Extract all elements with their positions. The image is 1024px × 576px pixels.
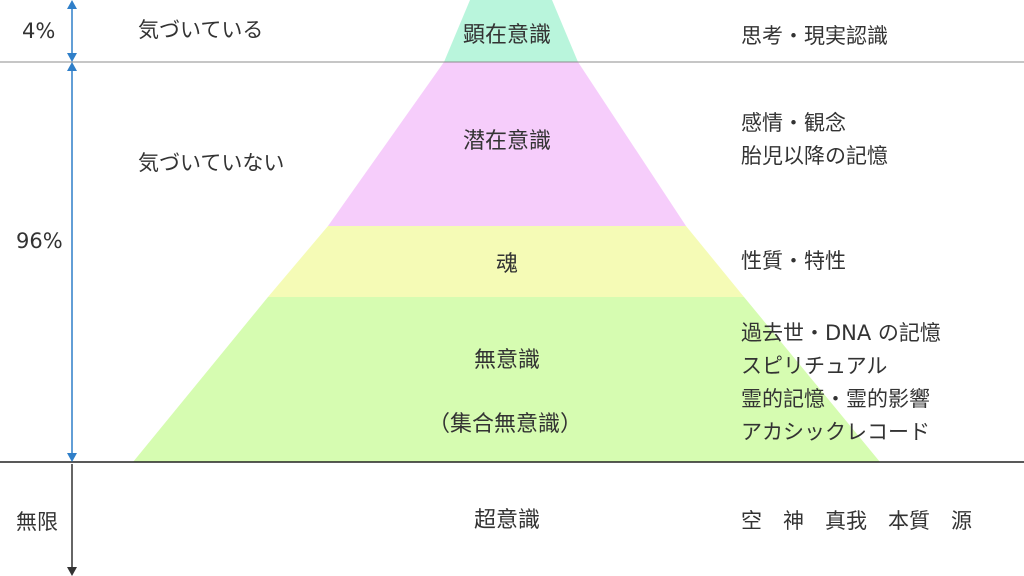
layer-conscious-name: 顕在意識 (462, 23, 552, 48)
aware-label: 気づいている (138, 18, 264, 42)
desc-soul: 性質・特性 (741, 245, 846, 278)
layer-unconscious-name: 無意識 (473, 348, 541, 373)
desc-unconscious: 過去世・DNA の記憶 スピリチュアル 霊的記憶・霊的影響 アカシックレコード (741, 317, 941, 449)
desc-line: 胎児以降の記憶 (741, 144, 888, 168)
percent-conscious-label: 4% (22, 19, 56, 43)
arrow-conscious (67, 0, 77, 62)
layer-subconscious-shape (328, 62, 686, 226)
layer-unconscious-subname: （集合無意識） (427, 412, 583, 437)
arrow-unconscious (67, 62, 77, 462)
desc-line: 過去世・DNA の記憶 (741, 321, 941, 345)
layer-superconscious-name: 超意識 (473, 508, 541, 533)
layer-soul-shape (268, 226, 744, 297)
desc-superconscious: 空 神 真我 本質 源 (741, 505, 972, 538)
layer-soul-name: 魂 (495, 252, 519, 277)
desc-line: 霊的記憶・霊的影響 (741, 387, 930, 411)
unaware-label: 気づいていない (138, 151, 285, 175)
percent-infinite-label: 無限 (16, 510, 58, 534)
desc-line: 性質・特性 (741, 249, 846, 273)
desc-line: スピリチュアル (741, 354, 888, 378)
desc-line: 思考・現実認識 (741, 24, 888, 48)
layer-unconscious-shape (133, 297, 880, 462)
desc-line: アカシックレコード (741, 420, 930, 444)
desc-subconscious: 感情・観念 胎児以降の記憶 (741, 107, 888, 173)
arrow-infinite (67, 464, 77, 576)
desc-line: 感情・観念 (741, 111, 846, 135)
layer-conscious-shape (444, 0, 578, 62)
desc-line: 空 神 真我 本質 源 (741, 509, 972, 533)
percent-unconscious-label: 96% (16, 229, 63, 253)
layer-subconscious-name: 潜在意識 (462, 129, 552, 154)
desc-conscious: 思考・現実認識 (741, 20, 888, 53)
